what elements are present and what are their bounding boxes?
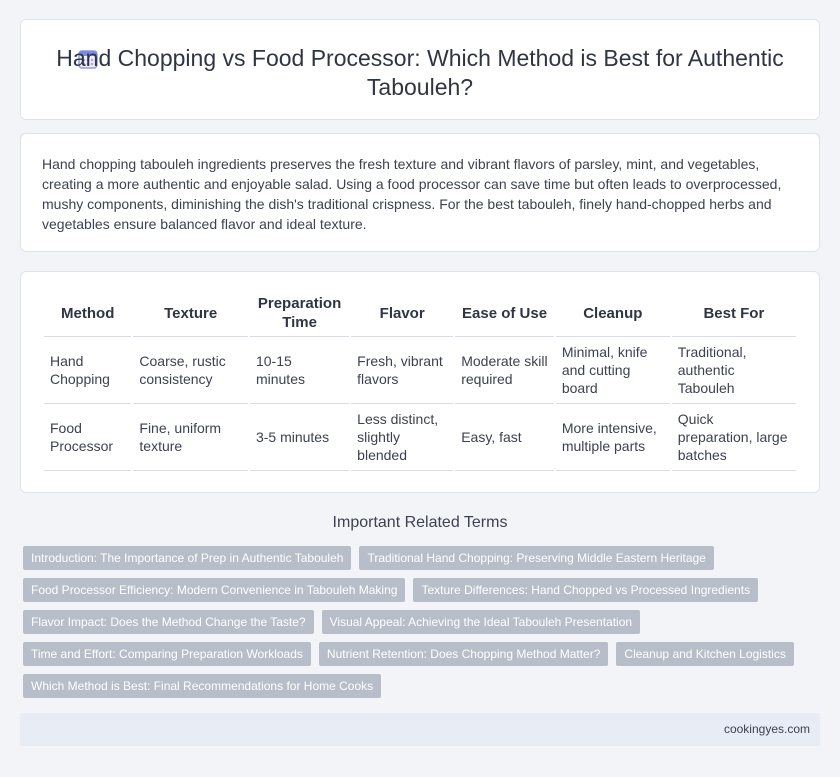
related-term-tag[interactable]: Traditional Hand Chopping: Preserving Mi… (359, 546, 714, 570)
table-cell: Food Processor (44, 404, 132, 471)
table-cell: Fresh, vibrant flavors (351, 337, 454, 404)
related-term-tag[interactable]: Time and Effort: Comparing Preparation W… (23, 642, 311, 666)
calendar-icon (78, 50, 98, 69)
related-term-tag[interactable]: Visual Appeal: Achieving the Ideal Tabou… (321, 610, 641, 634)
comparison-table: Method Texture Preparation Time Flavor E… (42, 290, 798, 471)
footer-site-link[interactable]: cookingyes.com (723, 722, 810, 736)
page-title: Hand Chopping vs Food Processor: Which M… (56, 45, 784, 100)
related-term-tag[interactable]: Nutrient Retention: Does Chopping Method… (318, 642, 609, 666)
header-card: Hand Chopping vs Food Processor: Which M… (20, 19, 820, 120)
header-flavor: Flavor (351, 290, 454, 337)
table-row: Food Processor Fine, uniform texture 3-5… (44, 404, 796, 471)
related-term-tag[interactable]: Cleanup and Kitchen Logistics (616, 642, 794, 666)
table-cell: Easy, fast (455, 404, 554, 471)
related-term-tag[interactable]: Introduction: The Importance of Prep in … (23, 546, 352, 570)
header-cleanup: Cleanup (555, 290, 670, 337)
table-cell: 10-15 minutes (249, 337, 350, 404)
related-term-tag[interactable]: Food Processor Efficiency: Modern Conven… (23, 578, 406, 602)
related-term-tag[interactable]: Texture Differences: Hand Chopped vs Pro… (413, 578, 759, 602)
table-cell: 3-5 minutes (249, 404, 350, 471)
table-cell: Traditional, authentic Tabouleh (671, 337, 796, 404)
header-ease-of-use: Ease of Use (455, 290, 554, 337)
table-cell: Quick preparation, large batches (671, 404, 796, 471)
table-header-row: Method Texture Preparation Time Flavor E… (44, 290, 796, 337)
header-best-for: Best For (671, 290, 796, 337)
related-terms-heading: Important Related Terms (332, 514, 508, 531)
related-terms-list: Introduction: The Importance of Prep in … (23, 546, 803, 706)
table-cell: Fine, uniform texture (133, 404, 248, 471)
header-texture: Texture (133, 290, 248, 337)
header-method: Method (44, 290, 132, 337)
header-preparation-time: Preparation Time (249, 290, 350, 337)
table-row: Hand Chopping Coarse, rustic consistency… (44, 337, 796, 404)
comparison-card: Method Texture Preparation Time Flavor E… (20, 271, 820, 493)
intro-paragraph: Hand chopping tabouleh ingredients prese… (42, 156, 782, 232)
table-cell: Less distinct, slightly blended (351, 404, 454, 471)
related-term-tag[interactable]: Flavor Impact: Does the Method Change th… (23, 610, 314, 634)
table-cell: Moderate skill required (455, 337, 554, 404)
table-cell: Hand Chopping (44, 337, 132, 404)
table-cell: Coarse, rustic consistency (133, 337, 248, 404)
table-cell: More intensive, multiple parts (555, 404, 670, 471)
related-term-tag[interactable]: Which Method is Best: Final Recommendati… (23, 674, 382, 698)
intro-card: Hand chopping tabouleh ingredients prese… (20, 133, 820, 252)
footer-bar: cookingyes.com (20, 713, 820, 746)
table-cell: Minimal, knife and cutting board (555, 337, 670, 404)
